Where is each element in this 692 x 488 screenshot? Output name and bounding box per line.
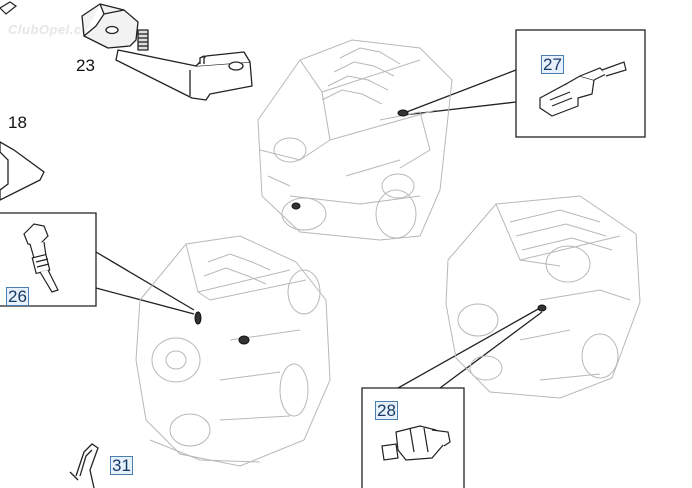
ref-link-27[interactable]: 27 [541, 55, 564, 74]
callout-box-27 [403, 29, 646, 138]
temperature-sensor-26 [23, 223, 59, 293]
ref-link-31[interactable]: 31 [110, 456, 133, 475]
engine-illustration-left [135, 235, 331, 467]
corner-part-fragment [0, 1, 18, 15]
part-label-18: 18 [8, 113, 27, 132]
ref-link-26[interactable]: 26 [6, 287, 29, 306]
watermark-logo: ClubOpel.com [8, 22, 103, 37]
ref-link-28[interactable]: 28 [375, 401, 398, 420]
temperature-sensor-28 [381, 425, 451, 461]
sensor-27-position-marker [291, 109, 409, 210]
mount-part-18 [0, 141, 45, 201]
engine-illustration-top [257, 39, 453, 241]
clip-part-31 [69, 443, 99, 488]
engine-illustration-right [445, 195, 641, 399]
sensor-28-position-marker [537, 304, 547, 312]
bracket-part-23 [81, 3, 253, 101]
callout-box-28 [361, 307, 543, 488]
temperature-sensor-27 [539, 61, 627, 117]
sensor-26-position-marker [194, 311, 250, 345]
part-label-23: 23 [76, 56, 95, 75]
callout-box-26 [0, 212, 195, 315]
